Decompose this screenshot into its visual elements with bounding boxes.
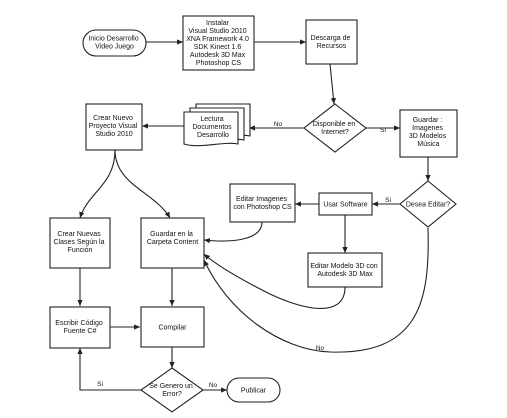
label-si-error: Si [97, 381, 103, 388]
edge-labels: No Si Si No Si No [97, 121, 391, 389]
node-crear-clases [49, 217, 111, 269]
label-disponible: Disponible en Internet? [313, 121, 357, 136]
edge-editar-imagenes-guardar-carpeta [203, 221, 263, 244]
node-instalar [182, 15, 255, 71]
edge-se-genero-escribir-codigo [77, 348, 141, 391]
node-inicio [82, 29, 147, 57]
edge-crear-proyecto-guardar-carpeta [114, 149, 171, 219]
node-escribir-codigo [49, 306, 111, 349]
node-descarga [305, 19, 358, 65]
edge-editar-modelo-guardar-carpeta [203, 253, 346, 309]
label-instalar: Instalar Visual Studio 2010 XNA Framewor… [186, 20, 251, 67]
label-publicar: Publicar [241, 388, 267, 395]
label-inicio: Inicio Desarrollo Video Juego [88, 36, 140, 51]
edge-crear-proyecto-crear-clases [79, 149, 116, 219]
label-no-error: No [209, 382, 218, 389]
node-se-genero [140, 367, 204, 413]
node-guardar-imagenes [399, 109, 458, 158]
node-editar-imagenes [229, 183, 296, 223]
label-escribir-codigo: Escribir Código Fuente C# [55, 320, 104, 335]
node-compilar [140, 306, 205, 348]
label-usar-software: Usar Software [323, 202, 367, 209]
edges [77, 39, 431, 393]
node-crear-proyecto [85, 103, 143, 151]
node-editar-modelo [307, 252, 383, 288]
label-editar-imagenes: Editar Imagenes con Photoshop CS [233, 196, 292, 211]
label-si-editar: Si [385, 197, 391, 204]
label-no-disponible: No [274, 121, 283, 128]
node-desea-editar [399, 180, 457, 228]
node-guardar-carpeta [140, 217, 205, 269]
label-compilar: Compilar [158, 325, 187, 332]
label-se-genero: Se Genero un Error? [149, 383, 195, 398]
node-usar-software [318, 192, 373, 216]
label-crear-proyecto: Crear Nuevo Proyecto Visual Studio 2010 [89, 115, 139, 138]
label-crear-clases: Crear Nuevas Clases Según la Función [54, 231, 107, 254]
node-labels: Inicio Desarrollo Video Juego Instalar V… [54, 20, 451, 398]
node-disponible [303, 103, 367, 153]
node-shapes [49, 15, 458, 413]
label-lectura: Lectura Documentos Desarrollo [192, 116, 233, 139]
node-lectura [183, 103, 251, 147]
label-si-disponible: Si [380, 127, 386, 134]
label-desea-editar: Desea Editar? [406, 202, 450, 209]
label-editar-modelo: Editar Modelo 3D con Autodesk 3D Max [310, 263, 379, 278]
label-no-editar: No [316, 345, 325, 352]
label-descarga: Descarga de Recursos [311, 35, 353, 50]
edge-descarga-disponible [329, 63, 337, 105]
node-publicar [226, 377, 281, 403]
label-guardar-carpeta: Guardar en la Carpeta Content [147, 231, 198, 246]
label-guardar-imagenes: Guardar : Imagenes 3D Modelos Música [409, 117, 448, 148]
edge-desea-editar-guardar-carpeta [203, 227, 429, 353]
